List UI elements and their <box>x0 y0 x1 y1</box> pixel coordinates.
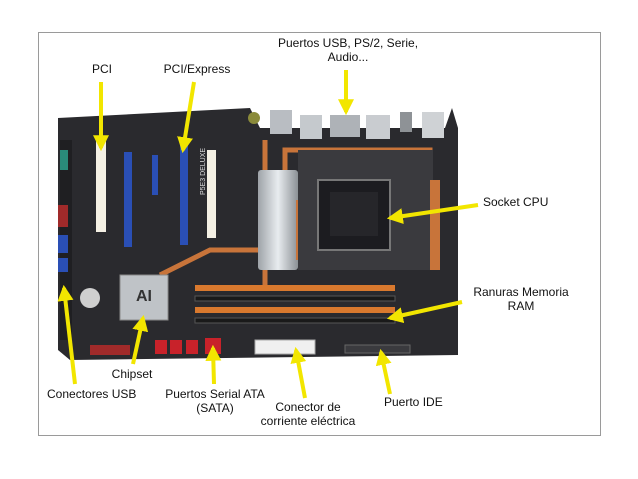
arrow-chipset <box>131 314 149 365</box>
pci-express-slots <box>124 140 188 247</box>
arrow-ram <box>386 300 463 324</box>
label-ports: Puertos USB, PS/2, Serie, Audio... <box>268 36 428 64</box>
label-sata-line2: (SATA) <box>196 401 234 415</box>
cpu-socket <box>298 150 440 270</box>
label-socket-cpu: Socket CPU <box>483 195 549 209</box>
cmos-battery <box>80 288 100 308</box>
label-ide-port: Puerto IDE <box>384 395 443 409</box>
atx-power-connector <box>254 339 316 355</box>
label-power-line2: corriente eléctrica <box>260 414 356 428</box>
label-ram-line2: RAM <box>507 299 535 313</box>
arrow-socket-cpu <box>386 203 479 225</box>
label-pci-express: PCI/Express <box>163 62 231 76</box>
svg-text:AI: AI <box>136 288 152 305</box>
arrow-pci-express <box>177 81 196 154</box>
ide-port <box>344 344 411 354</box>
label-sata-line1: Puertos Serial ATA <box>165 387 265 401</box>
ram-slots <box>194 285 396 324</box>
label-usb-connectors: Conectores USB <box>47 387 137 401</box>
rear-io-ports <box>248 110 444 139</box>
board-brand-text: P5E3 DELUXE <box>200 148 207 195</box>
arrow-power <box>290 346 307 399</box>
arrow-usb-connectors <box>57 284 77 385</box>
label-power-connector: Conector de corriente eléctrica <box>258 400 358 428</box>
chipset: AI <box>119 274 169 321</box>
arrow-ide <box>375 348 392 395</box>
label-pci: PCI <box>91 62 112 76</box>
label-chipset: Chipset <box>111 367 153 381</box>
usb-header-connectors <box>58 150 68 272</box>
label-sata: Puertos Serial ATA (SATA) <box>160 387 270 415</box>
label-ports-line1: Puertos USB, PS/2, Serie, <box>277 36 419 50</box>
label-ram-line1: Ranuras Memoria <box>473 285 569 299</box>
label-power-line1: Conector de <box>275 400 341 414</box>
label-ram: Ranuras Memoria RAM <box>462 285 580 313</box>
label-ports-line2: Audio... <box>327 50 369 64</box>
callout-arrows <box>57 70 479 399</box>
arrow-sata <box>205 344 222 385</box>
pci-slots <box>96 140 216 238</box>
